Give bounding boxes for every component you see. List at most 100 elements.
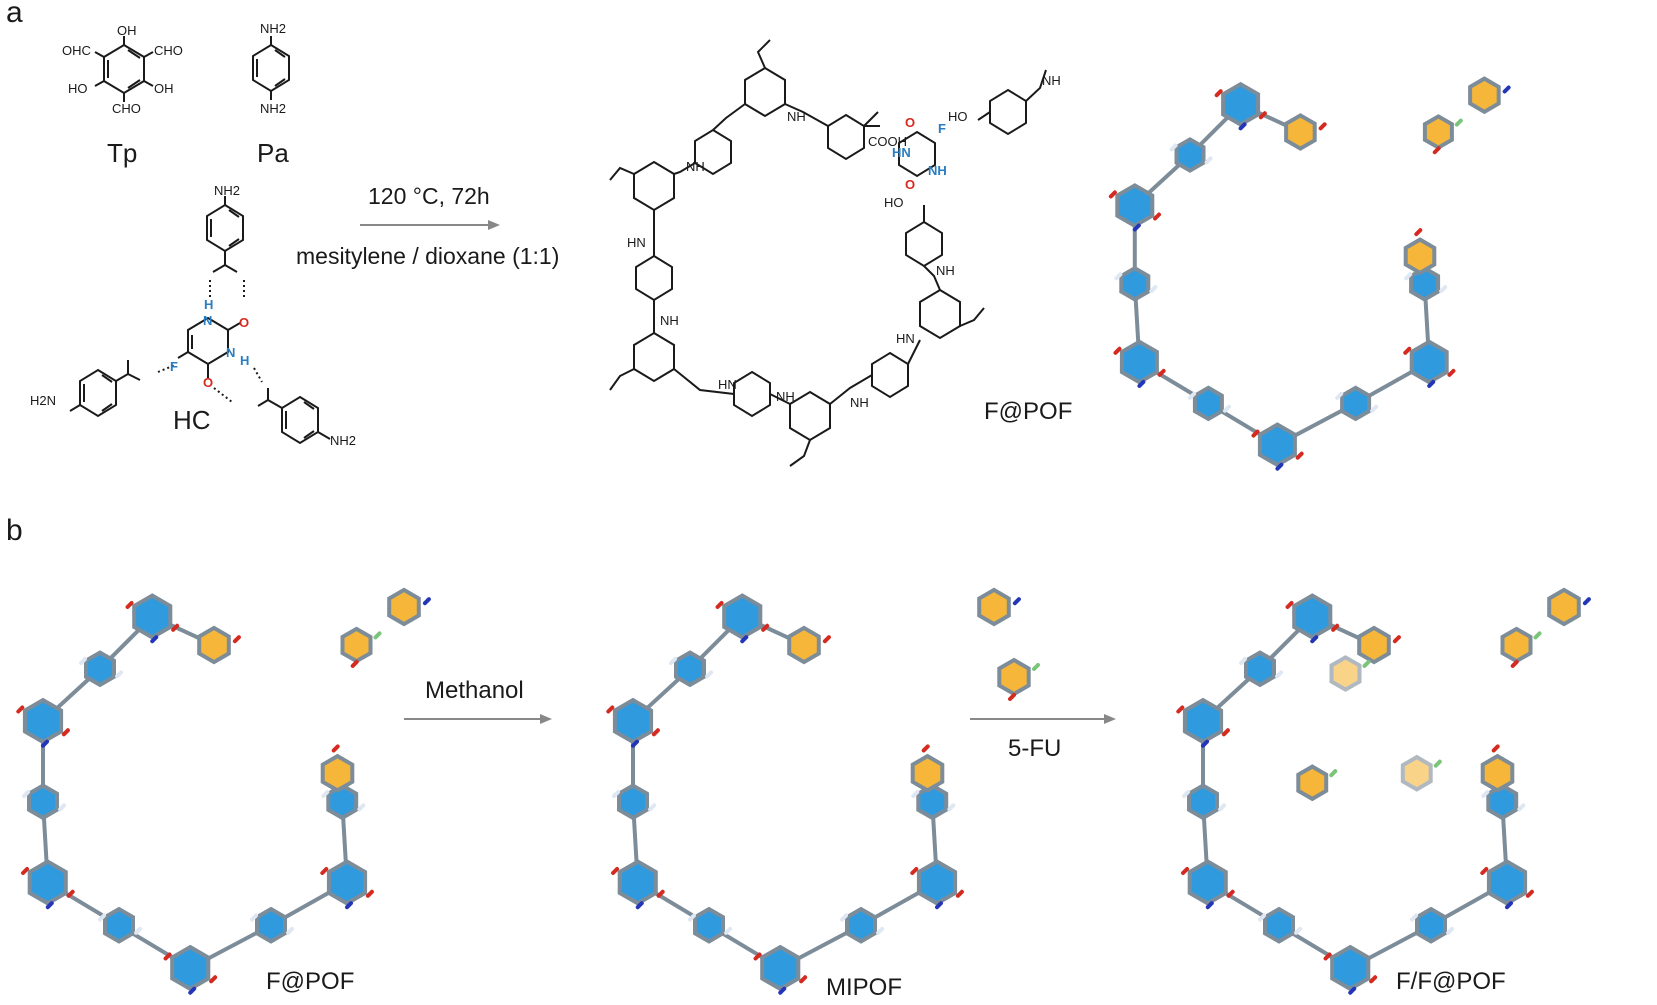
atom-stub <box>947 803 956 812</box>
atom-stub <box>1275 462 1284 471</box>
arrow-methanol <box>404 714 552 724</box>
atom-stub <box>1205 901 1214 910</box>
tp-label: Tp <box>107 138 138 168</box>
tp-oh-left: HO <box>68 81 88 96</box>
tp-node-ring <box>1182 697 1224 745</box>
tp-node-ring <box>1257 422 1297 468</box>
atom-stub <box>1433 759 1442 768</box>
atom-stub <box>740 635 749 644</box>
arrow-a <box>360 220 500 230</box>
hc-complex-bonds <box>69 196 331 445</box>
hc-nh2-left: H2N <box>30 393 57 408</box>
atom-stub <box>1214 89 1223 98</box>
atom-stub <box>150 635 159 644</box>
ffpof-model-label: F/F@POF <box>1396 968 1506 995</box>
structure-fu-f: F <box>938 121 946 136</box>
atom-stub <box>61 728 70 737</box>
tp-oh-right: OH <box>154 81 174 96</box>
atom-stub <box>125 601 134 609</box>
atom-stub <box>1582 597 1591 606</box>
atom-stub <box>232 635 241 644</box>
tp-ring <box>94 36 154 102</box>
atom-stub <box>611 867 620 875</box>
hc-nh2-right: NH2 <box>330 433 357 448</box>
atom-stub <box>1295 451 1304 460</box>
atom-stub <box>422 597 431 606</box>
structure-nh-6: NH <box>936 263 955 278</box>
atom-stub <box>1369 975 1378 984</box>
structure-fu-hn: HN <box>892 145 911 160</box>
structure-nh-2: NH <box>686 159 705 174</box>
atom-stub <box>41 739 49 748</box>
atom-stub <box>58 803 67 812</box>
tp-node-ring <box>617 859 658 906</box>
pa-nh2-top: NH2 <box>260 21 287 36</box>
pa-ring <box>252 36 290 100</box>
atom-stub <box>935 901 943 910</box>
atom-stub <box>656 889 665 898</box>
atom-stub <box>606 705 615 714</box>
atom-stub <box>350 659 359 668</box>
atom-stub <box>1410 913 1418 922</box>
tp-cho-left: OHC <box>62 43 91 58</box>
conditions-temperature-time: 120 °C, 72h <box>368 183 490 209</box>
atom-stub <box>1335 391 1344 400</box>
atom-stub <box>171 623 180 632</box>
atom-stub <box>1294 926 1303 935</box>
atom-stub <box>1505 901 1513 910</box>
atom-stub <box>1517 803 1526 812</box>
atom-stub <box>1176 705 1185 714</box>
benzoic-acid-ring <box>1468 76 1501 115</box>
atom-stub <box>635 901 644 910</box>
tp-node-ring <box>760 944 801 992</box>
tp-node-ring <box>170 944 211 992</box>
arrow-5fu <box>970 714 1116 724</box>
atom-stub <box>1362 659 1371 668</box>
benzoic-acid-ring <box>387 587 421 627</box>
guest-fluorouracil-ring <box>1329 655 1362 692</box>
fpof-line-structure <box>609 39 1047 467</box>
hc-h3: H <box>240 353 250 368</box>
atom-stub <box>724 926 733 935</box>
structure-nh-4: NH <box>776 389 795 404</box>
atom-stub <box>188 986 197 995</box>
tp-node-ring <box>27 859 68 906</box>
atom-stub <box>331 744 340 753</box>
atom-stub <box>715 601 724 609</box>
atom-stub <box>648 803 657 812</box>
atom-stub <box>1204 156 1213 165</box>
structure-nh-1: NH <box>787 109 806 124</box>
atom-stub <box>911 790 920 799</box>
atom-stub <box>822 635 831 644</box>
hc-hydrogen-bonds <box>157 280 263 403</box>
atom-stub <box>134 926 143 935</box>
structure-fu-o2: O <box>905 177 916 192</box>
tp-node-ring <box>916 859 958 906</box>
tp-node-ring <box>326 859 368 906</box>
conditions-solvent: mesitylene / dioxane (1:1) <box>296 243 560 269</box>
atom-stub <box>373 631 382 640</box>
guest-fluorouracil-ring <box>1296 764 1329 802</box>
atom-stub <box>115 670 124 679</box>
atom-stub <box>1239 657 1247 666</box>
structure-nh-7: NH <box>1042 73 1061 88</box>
atom-stub <box>1201 739 1209 748</box>
benzoic-acid-ring <box>1403 237 1437 276</box>
structure-hn-3: HN <box>896 331 915 346</box>
pa-label: Pa <box>257 138 289 168</box>
atom-stub <box>1169 143 1178 152</box>
step-5fu-label: 5-FU <box>1008 735 1062 762</box>
atom-stub <box>1113 346 1122 355</box>
tp-node-ring <box>1115 183 1155 229</box>
benzoic-acid-ring <box>197 625 231 665</box>
atom-stub <box>1510 659 1519 668</box>
atom-stub <box>209 975 218 984</box>
atom-stub <box>1188 391 1196 400</box>
tp-cho-right: CHO <box>154 43 183 58</box>
atom-stub <box>1258 111 1267 120</box>
benzoic-acid-ring <box>1357 625 1391 665</box>
tp-node-ring <box>132 593 173 640</box>
atom-stub <box>345 901 353 910</box>
atom-stub <box>1012 597 1021 606</box>
